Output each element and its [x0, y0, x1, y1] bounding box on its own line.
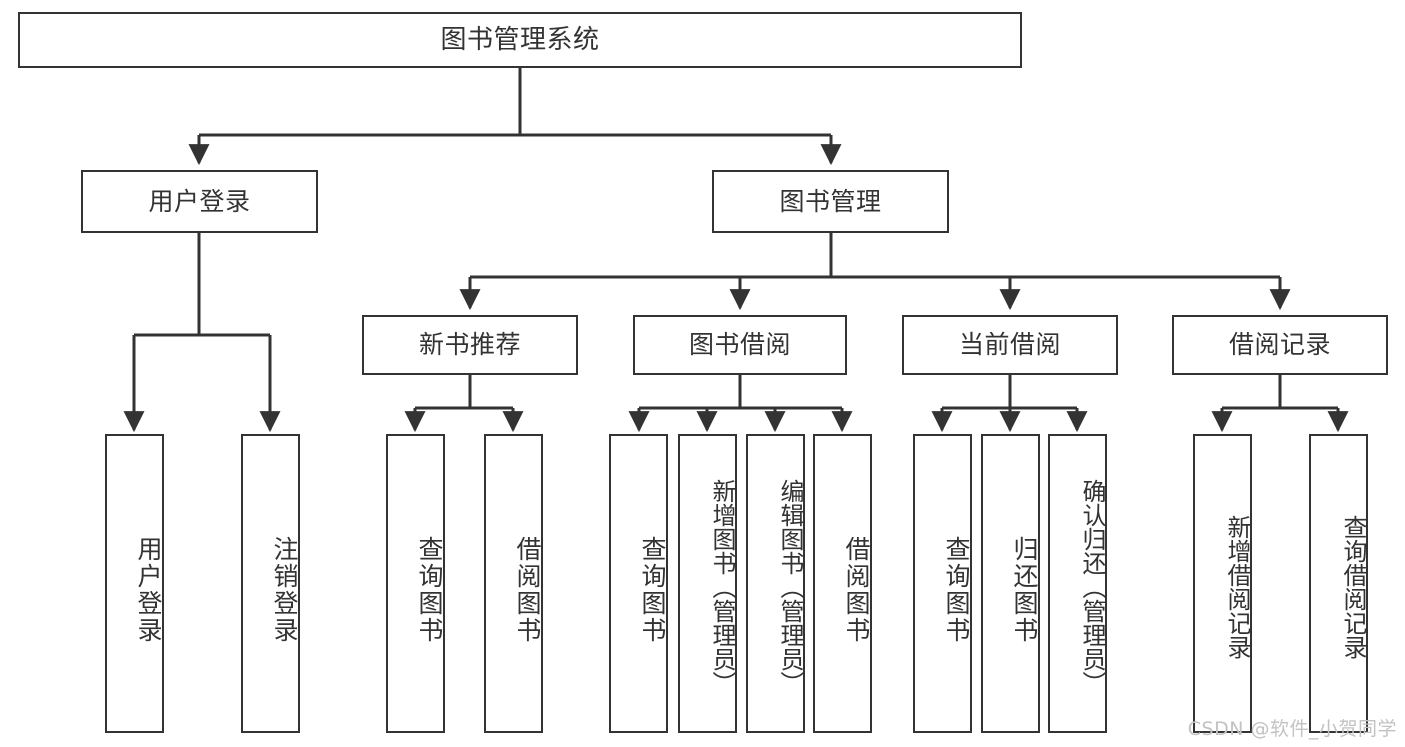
node-label: 当前借阅 — [958, 330, 1061, 360]
node-label: 新书推荐 — [418, 330, 521, 360]
node-label: 查询图书 — [415, 535, 444, 644]
node-label: 图书借阅 — [688, 330, 791, 360]
leaf-borrow-book-1[interactable]: 借阅图书 — [484, 434, 543, 733]
node-label: 用户登录 — [148, 186, 251, 216]
node-borrow-record[interactable]: 借阅记录 — [1172, 315, 1388, 375]
node-label: 编辑图书（管理员） — [776, 478, 804, 695]
leaf-edit-book[interactable]: 编辑图书（管理员） — [746, 434, 805, 733]
node-label: 图书管理系统 — [440, 24, 600, 55]
node-label: 新增借阅记录 — [1223, 514, 1251, 659]
node-label: 新增图书（管理员） — [708, 478, 736, 695]
leaf-query-book-1[interactable]: 查询图书 — [386, 434, 445, 733]
node-label: 图书管理 — [779, 186, 882, 216]
node-label: 用户登录 — [134, 535, 163, 644]
node-book-manage[interactable]: 图书管理 — [712, 170, 949, 233]
node-label: 确认归还（管理员） — [1078, 478, 1106, 695]
leaf-query-record[interactable]: 查询借阅记录 — [1309, 434, 1368, 733]
node-current-borrow[interactable]: 当前借阅 — [902, 315, 1118, 375]
leaf-logout-login[interactable]: 注销登录 — [241, 434, 300, 733]
leaf-return-book[interactable]: 归还图书 — [981, 434, 1040, 733]
node-label: 查询借阅记录 — [1339, 514, 1367, 659]
node-label: 查询图书 — [638, 535, 667, 644]
node-label: 归还图书 — [1010, 535, 1039, 644]
node-label: 查询图书 — [942, 535, 971, 644]
node-user-login[interactable]: 用户登录 — [81, 170, 318, 233]
leaf-add-book[interactable]: 新增图书（管理员） — [678, 434, 737, 733]
node-root-system[interactable]: 图书管理系统 — [18, 12, 1022, 68]
node-label: 注销登录 — [270, 535, 299, 644]
leaf-borrow-book-2[interactable]: 借阅图书 — [813, 434, 872, 733]
leaf-query-book-3[interactable]: 查询图书 — [913, 434, 972, 733]
leaf-user-login[interactable]: 用户登录 — [105, 434, 164, 733]
leaf-add-record[interactable]: 新增借阅记录 — [1193, 434, 1252, 733]
csdn-watermark: CSDN @软件_小贺同学 — [1187, 718, 1397, 740]
leaf-confirm-return[interactable]: 确认归还（管理员） — [1048, 434, 1107, 733]
node-label: 借阅图书 — [842, 535, 871, 644]
node-new-book-recommend[interactable]: 新书推荐 — [362, 315, 578, 375]
node-label: 借阅图书 — [513, 535, 542, 644]
leaf-query-book-2[interactable]: 查询图书 — [609, 434, 668, 733]
node-book-borrow[interactable]: 图书借阅 — [633, 315, 847, 375]
node-label: 借阅记录 — [1228, 330, 1331, 360]
